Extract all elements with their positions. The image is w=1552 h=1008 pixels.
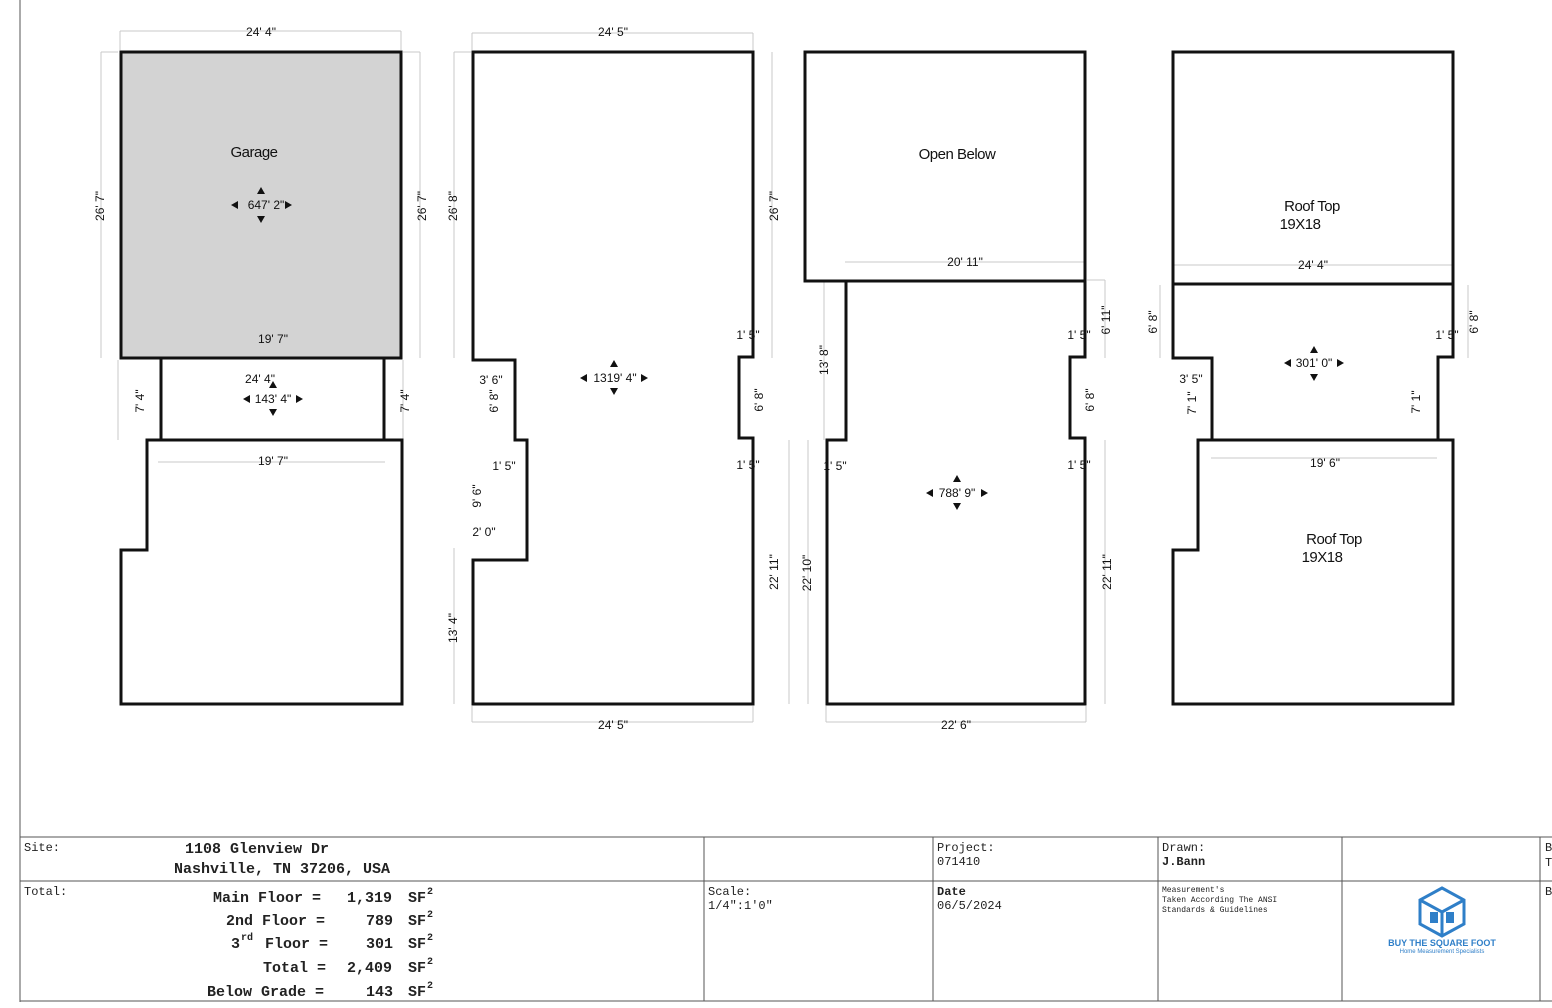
garage-room [119, 50, 403, 360]
note-line3: Standards & Guidelines [1162, 906, 1268, 915]
second-dim-notch-r2: 1' 5" [1067, 458, 1090, 472]
main-area: 1319' 4" [593, 371, 636, 385]
second-dim-right-lower: 22' 11" [1100, 554, 1114, 590]
second-area: 788' 9" [939, 486, 976, 500]
garage-dim-lower-inner: 19' 7" [258, 332, 288, 346]
below-grade-dim-right: 7' 4" [398, 389, 412, 412]
second-dim-notch-r1: 1' 5" [1067, 328, 1090, 342]
main-dim-notch-r1: 1' 5" [736, 328, 759, 342]
garage-dim-left: 26' 7" [93, 191, 107, 221]
main-dim-notch-l1: 3' 6" [479, 373, 502, 387]
logo-tagline: Home Measurement Specialists [1400, 949, 1485, 955]
roof-top-upper-label: Roof Top [1284, 198, 1340, 215]
second-area-marker: 788' 9" [926, 475, 988, 510]
cube-logo-icon [1418, 886, 1466, 938]
edge-letter-2: T [1545, 856, 1552, 870]
main-dim-right-notch-h: 6' 8" [752, 388, 766, 411]
roof-top-lower-size: 19X18 [1302, 549, 1343, 566]
site-line2: Nashville, TN 37206, USA [174, 861, 390, 878]
second-dim-bottom: 22' 6" [941, 718, 971, 732]
edge-letter-1: B [1545, 841, 1552, 855]
total-row-third: 3 rd Floor = 301 SF 2 [231, 928, 435, 953]
third-dim-right: 6' 8" [1467, 310, 1481, 333]
third-floor-plan: Roof Top 19X18 Roof Top 19X18 301' 0" 24… [1146, 50, 1481, 706]
garage-lower-section [119, 438, 404, 706]
main-dim-top: 24' 5" [598, 25, 628, 39]
company-logo: BUY THE SQUARE FOOT Home Measurement Spe… [1388, 886, 1496, 955]
total-label: Total: [24, 885, 67, 899]
note-line2: Taken According The ANSI [1162, 896, 1277, 905]
scale-value: 1/4":1'0" [708, 899, 773, 913]
below-grade-area-marker: 143' 4" [243, 381, 303, 416]
main-dim-notch-r2: 1' 5" [736, 458, 759, 472]
title-block: Site: 1108 Glenview Dr Nashville, TN 372… [20, 836, 1552, 1002]
drawn-label: Drawn: [1162, 841, 1205, 855]
drawn-value: J.Bann [1162, 855, 1205, 869]
main-dim-bottom: 24' 5" [598, 718, 628, 732]
garage-plan: Garage 647' 2" 24' 4" 26' 7" 26' 7" 19' … [93, 25, 429, 360]
open-below-area [803, 50, 1087, 283]
third-dim-bottom: 19' 6" [1310, 456, 1340, 470]
total-row-main: Main Floor = 1,319 SF 2 [213, 887, 435, 907]
main-dim-notch-l2: 1' 5" [492, 459, 515, 473]
main-area-marker: 1319' 4" [580, 360, 648, 395]
site-line1: 1108 Glenview Dr [185, 841, 329, 858]
logo-name: BUY THE SQUARE FOOT [1388, 938, 1496, 948]
second-floor-outline [825, 279, 1087, 706]
second-dim-left-lower: 22' 10" [800, 555, 814, 592]
edge-letter-3: B [1545, 885, 1552, 899]
third-area-marker: 301' 0" [1284, 346, 1344, 381]
garage-area-marker: 647' 2" [231, 187, 292, 223]
main-dim-left-step: 2' 0" [472, 525, 495, 539]
date-label: Date [937, 885, 966, 899]
main-dim-left-upper: 26' 8" [446, 191, 460, 221]
third-dim-right-h: 7' 1" [1409, 390, 1423, 413]
total-row-below-grade: Below Grade = 143 SF 2 [207, 981, 435, 1001]
second-floor-plan: Open Below 788' 9" 20' 11" 6' 11" 1' 5" … [800, 50, 1114, 732]
second-dim-right-notch-h: 6' 8" [1083, 388, 1097, 411]
second-dim-right-top: 6' 11" [1099, 305, 1113, 334]
totals-list: Main Floor = 1,319 SF 2 2nd Floor = 789 … [207, 887, 435, 1001]
roof-top-lower-label: Roof Top [1306, 531, 1362, 548]
second-dim-left-upper: 13' 8" [817, 345, 831, 375]
main-dim-right-lower: 22' 11" [767, 554, 781, 590]
below-grade-plan: 24' 4" 143' 4" 7' 4" 7' 4" 19' 7" [117, 356, 412, 468]
second-dim-inner-top: 20' 11" [947, 255, 983, 269]
below-grade-area: 143' 4" [255, 392, 292, 406]
garage-dim-right: 26' 7" [415, 191, 429, 221]
total-row-total: Total = 2,409 SF 2 [263, 957, 435, 977]
total-row-second: 2nd Floor = 789 SF 2 [226, 910, 435, 930]
below-grade-dim-left: 7' 4" [133, 389, 147, 412]
main-dim-left-lower: 13' 4" [446, 613, 460, 643]
garage-dim-top: 24' 4" [246, 25, 276, 39]
third-dim-notch-r: 1' 5" [1435, 328, 1458, 342]
main-dim-left-mid: 9' 6" [470, 484, 484, 507]
third-dim-left-h: 7' 1" [1185, 391, 1199, 414]
second-dim-notch-l: 1' 5" [823, 459, 846, 473]
roof-top-upper-size: 19X18 [1280, 216, 1321, 233]
main-dim-left-notch-h: 6' 8" [487, 389, 501, 412]
main-floor-plan: 1319' 4" 24' 5" 26' 8" 26' 7" 1' 5" 3' 6… [446, 25, 790, 732]
open-below-label: Open Below [919, 146, 996, 163]
main-dim-right-upper: 26' 7" [767, 191, 781, 221]
below-grade-dim-width: 24' 4" [245, 372, 275, 386]
garage-area: 647' 2" [248, 198, 285, 212]
third-dim-width: 24' 4" [1298, 258, 1328, 272]
date-value: 06/5/2024 [937, 899, 1002, 913]
note-line1: Measurement's [1162, 886, 1225, 895]
third-dim-left: 6' 8" [1146, 310, 1160, 333]
main-floor-outline [471, 50, 755, 706]
garage-room-label: Garage [230, 144, 277, 161]
roof-top-upper-area [1171, 50, 1455, 286]
site-label: Site: [24, 841, 60, 855]
below-grade-dim-bottom: 19' 7" [258, 454, 288, 468]
project-value: 071410 [937, 855, 980, 869]
third-area: 301' 0" [1296, 356, 1333, 370]
project-label: Project: [937, 841, 995, 855]
roof-top-lower-area [1171, 438, 1455, 706]
third-dim-notch-l: 3' 5" [1179, 372, 1202, 386]
scale-label: Scale: [708, 885, 751, 899]
